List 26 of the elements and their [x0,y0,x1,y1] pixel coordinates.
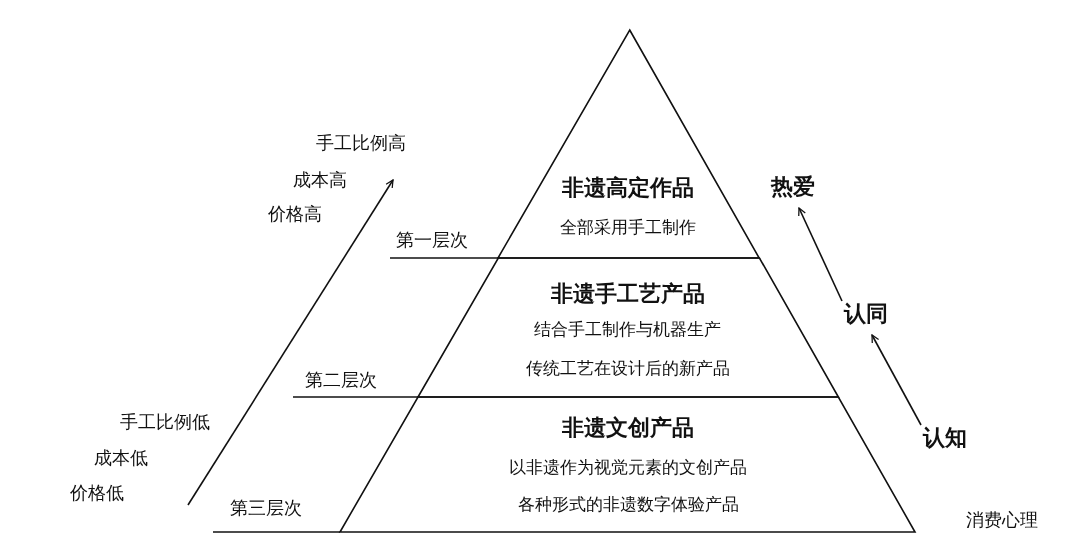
feature-note: 手工比例低 [120,413,210,431]
tier-description: 全部采用手工制作 [560,218,696,236]
stage-label: 认同 [844,303,888,325]
arrow [871,334,922,426]
tier-description: 以非遗作为视觉元素的文创产品 [509,458,747,476]
tier-description: 结合手工制作与机器生产 [534,320,722,338]
level-label: 第一层次 [396,231,468,249]
feature-note: 价格低 [70,484,124,502]
pyramid-tier [417,257,840,398]
feature-note: 手工比例高 [316,134,406,152]
tier-title: 非遗高定作品 [562,177,694,199]
pyramid-top [497,29,761,259]
tier-description: 各种形式的非遗数字体验产品 [517,495,739,513]
feature-note: 价格高 [268,205,322,223]
arrow [798,207,843,302]
stage-label: 热爱 [771,176,815,198]
stage-label: 认知 [923,427,967,449]
pyramid-tier [339,396,916,533]
tier-title: 非遗手工艺产品 [551,283,705,305]
feature-note: 成本低 [94,449,148,467]
axis-caption: 消费心理 [966,511,1038,529]
level-label: 第二层次 [305,371,377,389]
level-label: 第三层次 [230,499,302,517]
tier-title: 非遗文创产品 [562,417,694,439]
feature-note: 成本高 [293,171,347,189]
tier-description: 传统工艺在设计后的新产品 [526,359,730,377]
